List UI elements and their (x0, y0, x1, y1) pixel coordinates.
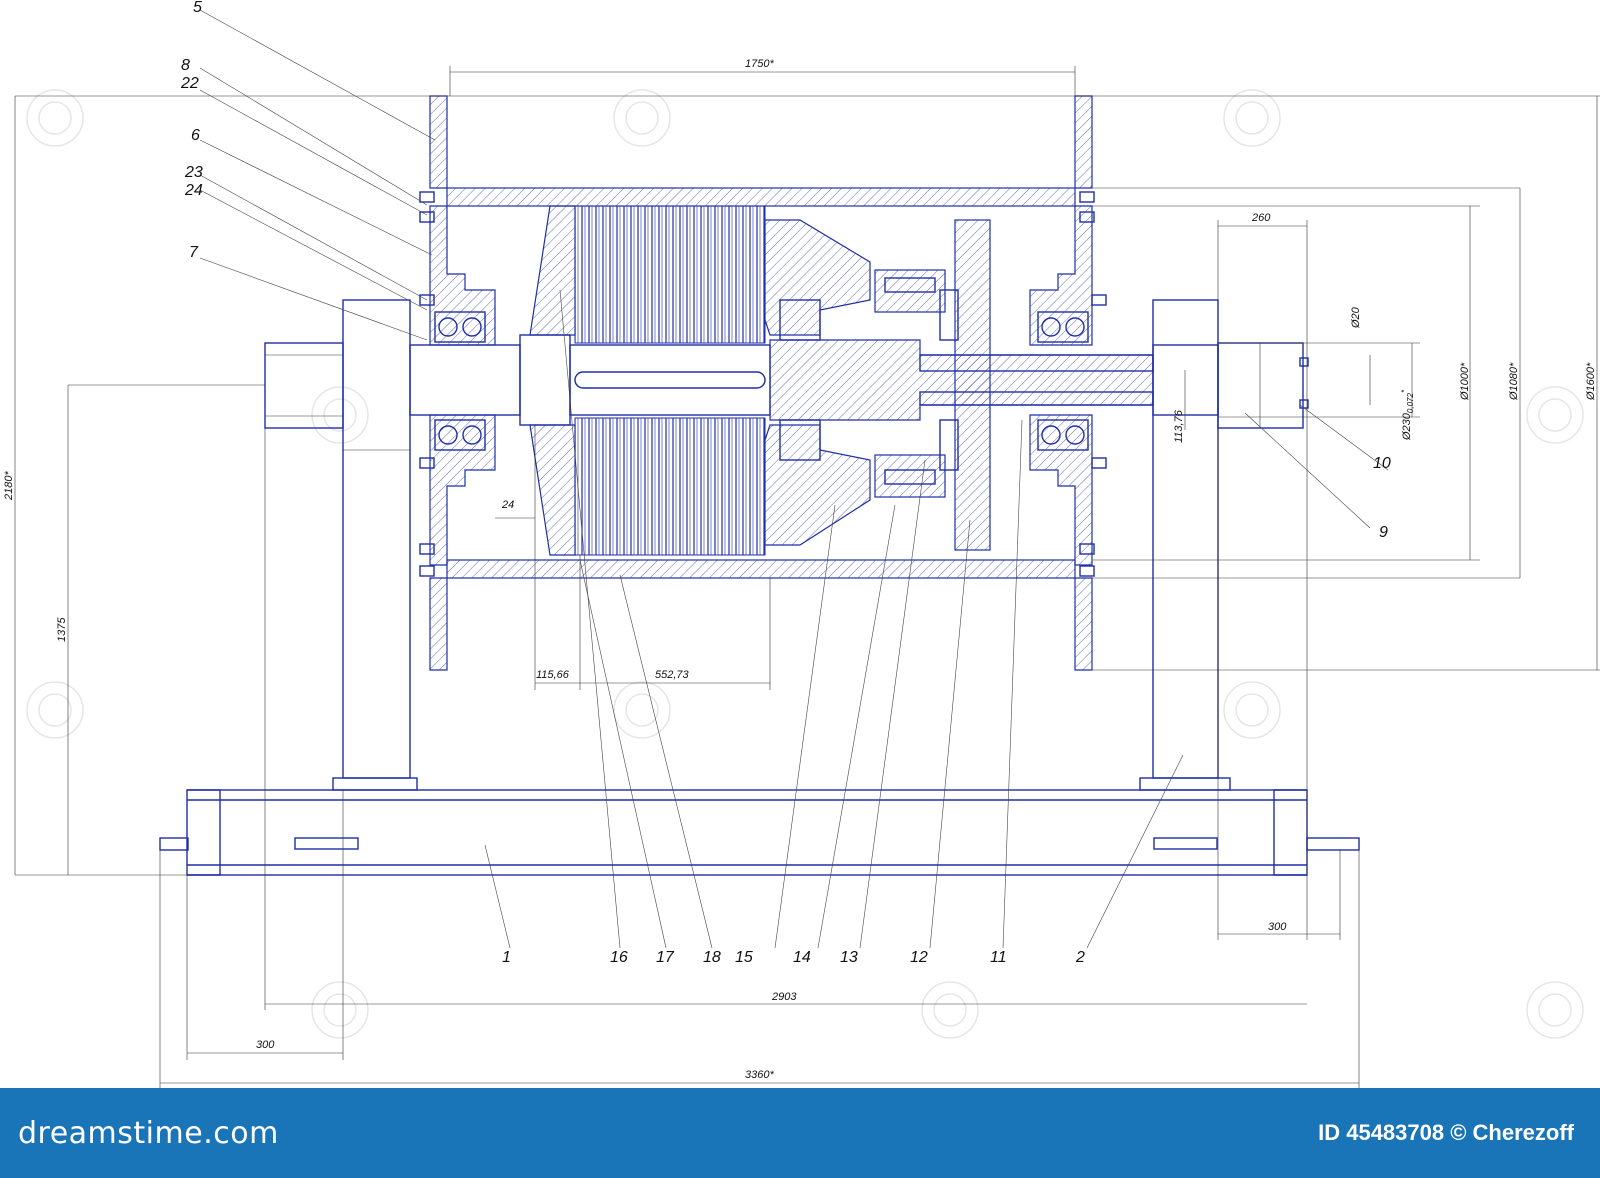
callout-22: 22 (180, 75, 199, 92)
callout-5: 5 (193, 0, 202, 16)
dim-113-76: 113,76 (1173, 409, 1185, 443)
dim-2903: 2903 (771, 991, 797, 1003)
dimension-lines (14, 66, 1600, 1088)
dim-right-300: 300 (1268, 921, 1287, 933)
callout-1: 1 (502, 949, 511, 966)
dim-115-66: 115,66 (536, 669, 570, 681)
callout-12: 12 (910, 949, 928, 966)
dim-dia20: Ø20 (1350, 306, 1362, 329)
callout-10: 10 (1373, 455, 1391, 472)
dim-dia1000: Ø1000* (1459, 362, 1471, 401)
callout-14: 14 (793, 949, 811, 966)
springs-flange (874, 219, 991, 551)
watermark (26, 89, 1584, 1039)
callout-labels: 5 8 22 6 23 24 7 10 9 1 16 17 18 15 14 1… (180, 0, 1391, 966)
bearings (434, 311, 1089, 451)
dim-24: 24 (501, 499, 514, 511)
dim-552-73: 552,73 (655, 669, 690, 681)
dim-3360: 3360* (745, 1069, 774, 1081)
dim-1750: 1750* (745, 58, 774, 70)
engineering-drawing: 1750* 260 Ø20 Ø2300,072* Ø1000* Ø1080* Ø… (3, 0, 1600, 1088)
callout-11: 11 (990, 949, 1007, 966)
shaft (409, 334, 1219, 426)
callout-23: 23 (184, 164, 203, 181)
callout-2: 2 (1075, 949, 1085, 966)
callout-7: 7 (189, 244, 199, 261)
dim-260: 260 (1251, 212, 1271, 224)
callout-6: 6 (191, 127, 200, 144)
image-id-credit: ID 45483708 © Cherezoff (1318, 1120, 1574, 1145)
dim-1375: 1375 (56, 617, 68, 642)
callout-17: 17 (656, 949, 675, 966)
callout-8: 8 (181, 57, 190, 74)
callout-24: 24 (184, 182, 203, 199)
leader-lines (199, 9, 1389, 949)
dim-dia1080: Ø1080* (1508, 362, 1520, 401)
dim-2180: 2180* (3, 471, 15, 501)
callout-9: 9 (1379, 524, 1388, 541)
callout-15: 15 (735, 949, 753, 966)
dim-left-300: 300 (256, 1039, 275, 1051)
brand-logo[interactable]: dreamstime.com (18, 1116, 279, 1151)
left-stand (264, 299, 418, 791)
callout-13: 13 (840, 949, 858, 966)
dim-dia1600: Ø1600* (1585, 362, 1597, 401)
housing (419, 95, 1107, 671)
callout-16: 16 (610, 949, 628, 966)
base-frame (159, 789, 1360, 876)
watermark-footer: dreamstime.com ID 45483708 © Cherezoff (0, 1088, 1600, 1178)
dimension-labels: 1750* 260 Ø20 Ø2300,072* Ø1000* Ø1080* Ø… (3, 58, 1597, 1081)
callout-18: 18 (703, 949, 721, 966)
disk-pack (529, 205, 871, 556)
dim-dia230: Ø2300,072* (1400, 389, 1415, 441)
